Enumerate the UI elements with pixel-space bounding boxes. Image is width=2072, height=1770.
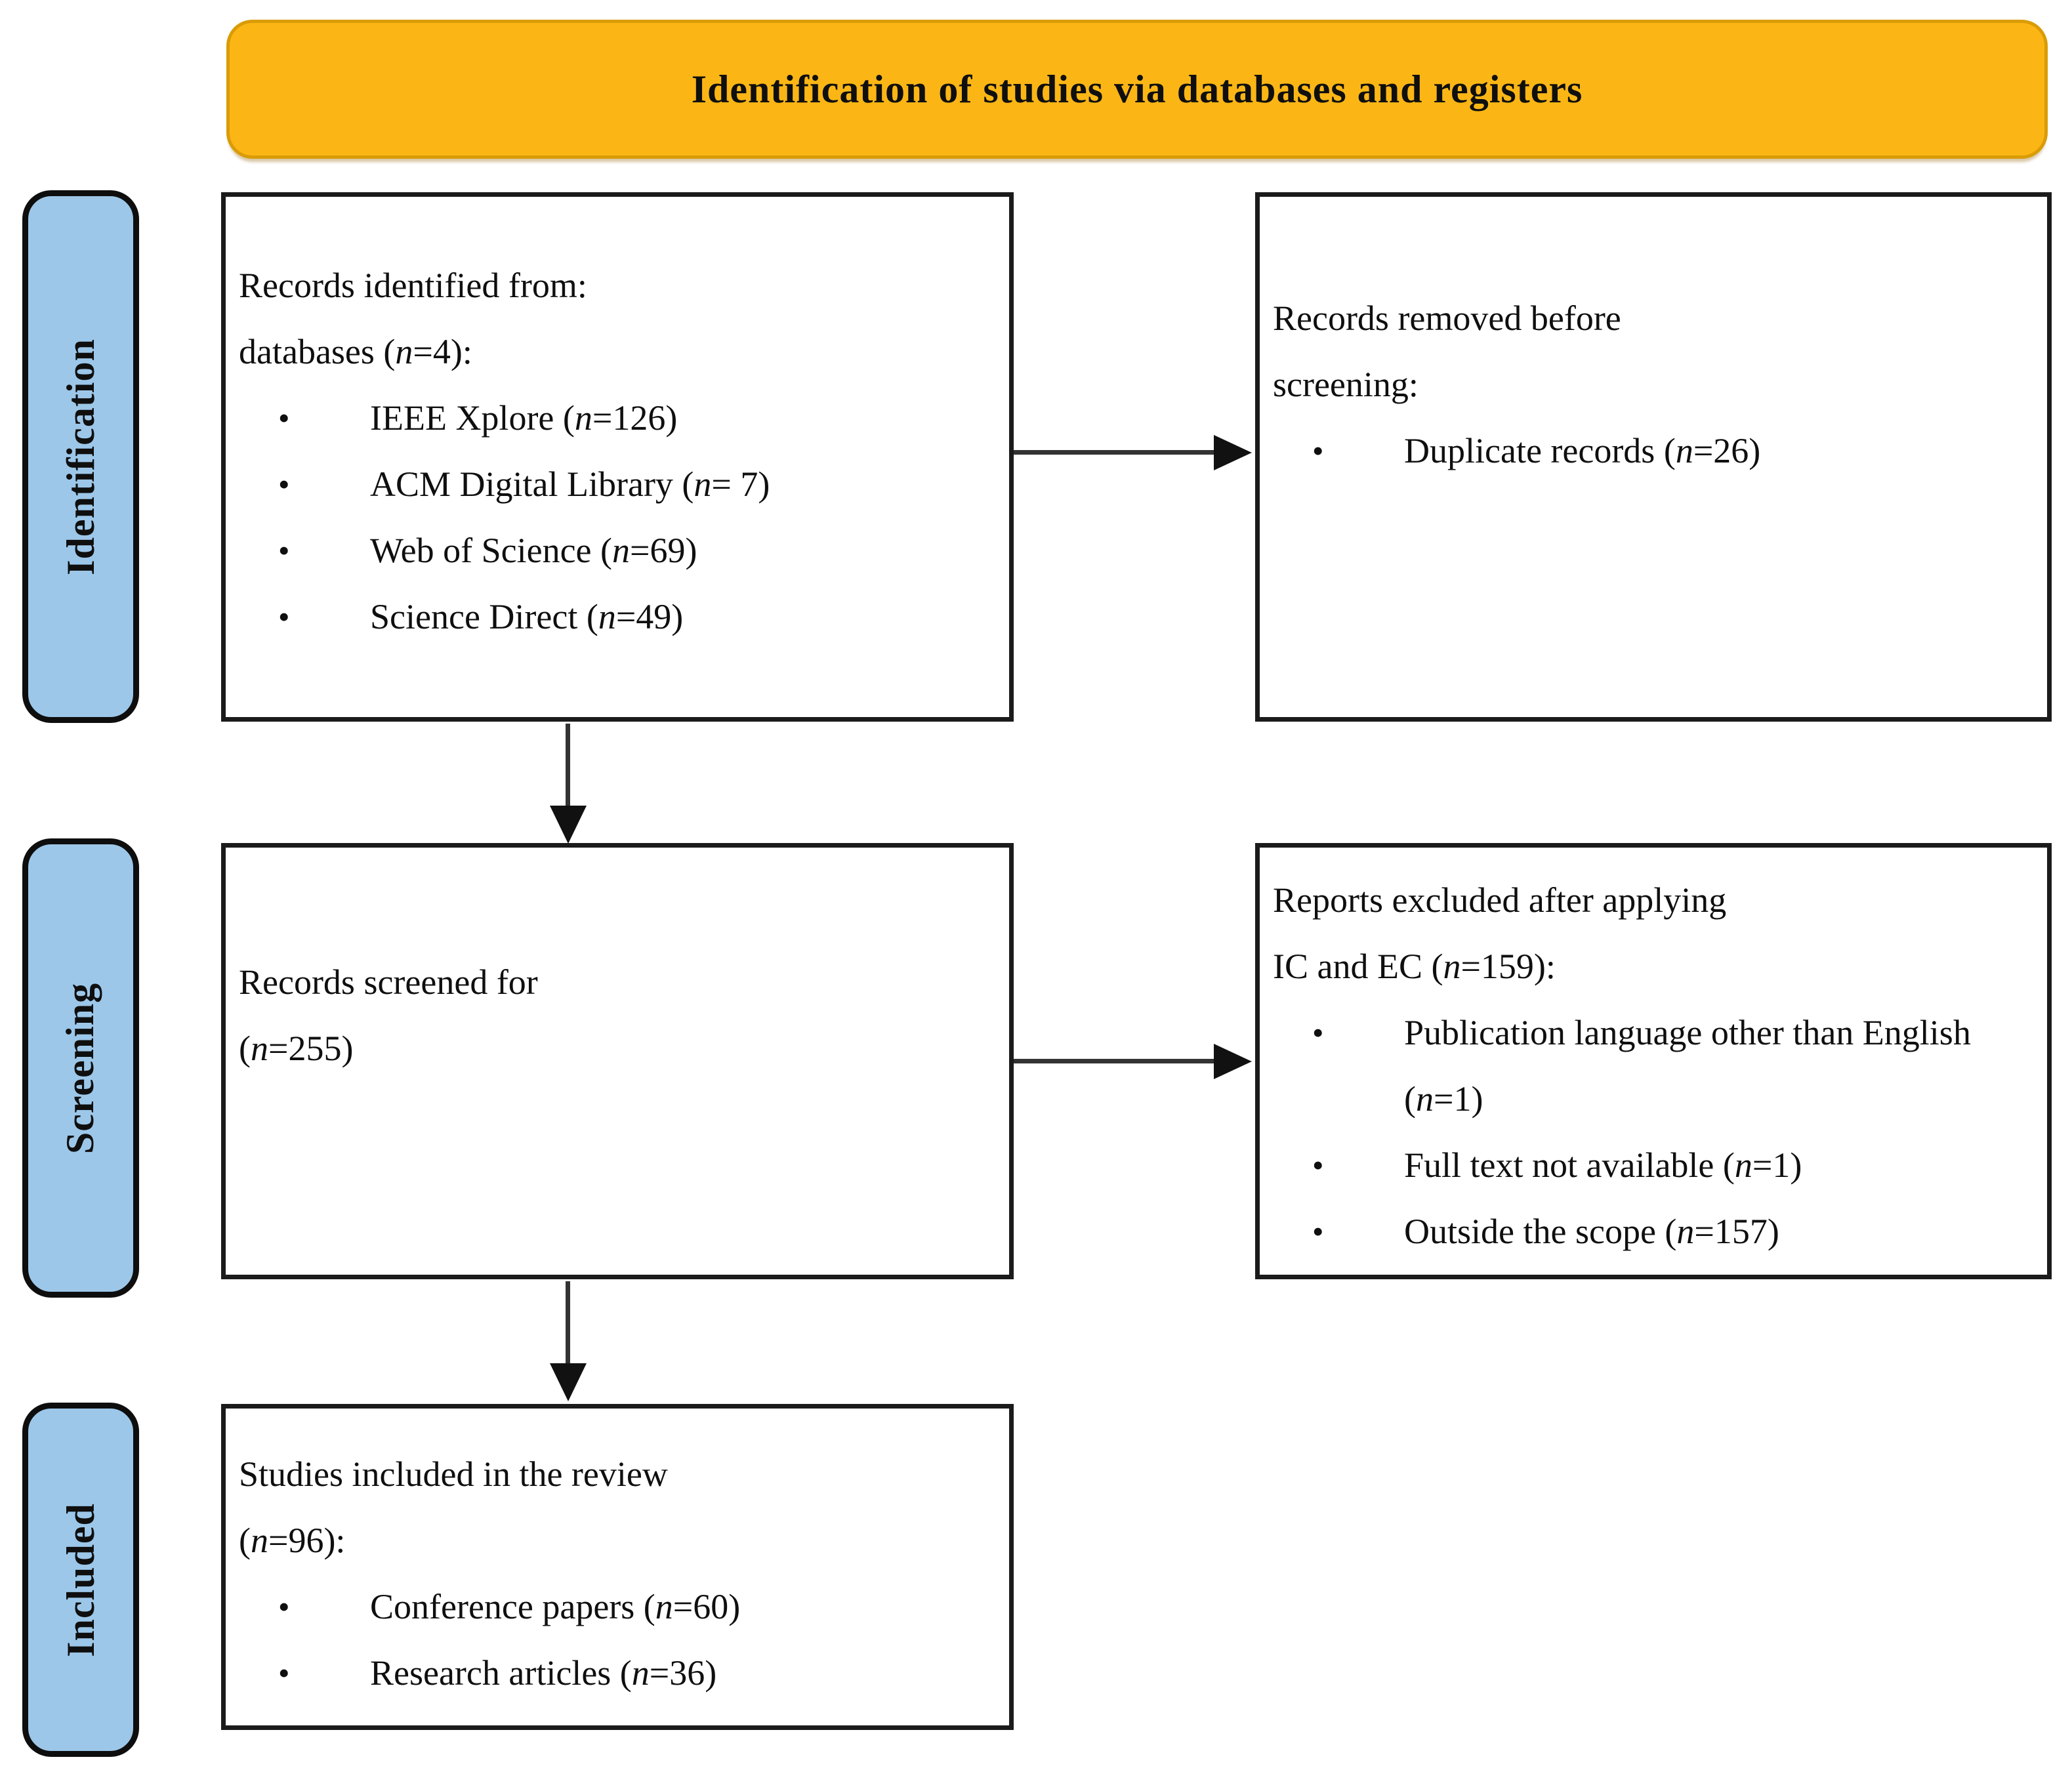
- bullet-text: Science Direct (n=49): [370, 597, 684, 636]
- text-line: Records removed before: [1273, 298, 1621, 338]
- bullet-text: Publication language other than English …: [1404, 1013, 1971, 1119]
- arrow-head-down-icon: [550, 1363, 587, 1401]
- bullet-icon: •: [278, 532, 290, 569]
- bullet-item: • Full text not available (n=1): [1260, 1132, 2047, 1199]
- text-line: IC and EC (n=159):: [1273, 947, 1556, 986]
- bullet-item: • Publication language other than Englis…: [1260, 1000, 2047, 1132]
- bullet-icon: •: [1312, 1014, 1324, 1051]
- box-studies-included: Studies included in the review (n=96): •…: [221, 1404, 1014, 1730]
- box-records-screened: Records screened for (n=255): [221, 843, 1014, 1279]
- bullet-text: Web of Science (n=69): [370, 531, 697, 570]
- bullet-item: • ACM Digital Library (n= 7): [226, 451, 1009, 518]
- bullet-item: • Web of Science (n=69): [226, 518, 1009, 584]
- arrow-head-down-icon: [550, 806, 587, 844]
- diagram-title: Identification of studies via databases …: [691, 67, 1583, 111]
- text-line: Studies included in the review: [239, 1454, 668, 1494]
- text-line: (n=255): [239, 1029, 354, 1068]
- box-records-removed: Records removed before screening: • Dupl…: [1255, 192, 2052, 722]
- bullet-icon: •: [278, 466, 290, 503]
- bullet-item: • Science Direct (n=49): [226, 584, 1009, 650]
- bullet-icon: •: [278, 400, 290, 436]
- text-line: screening:: [1273, 365, 1419, 404]
- text-line: Reports excluded after applying: [1273, 880, 1727, 920]
- bullet-icon: •: [1312, 432, 1324, 469]
- bullet-text: IEEE Xplore (n=126): [370, 398, 678, 438]
- bullet-item: • Conference papers (n=60): [226, 1574, 1009, 1640]
- bullet-text: Outside the scope (n=157): [1404, 1212, 1779, 1251]
- arrow-line: [1014, 450, 1217, 455]
- text-line: Records identified from:: [239, 266, 587, 305]
- bullet-item: • Outside the scope (n=157): [1260, 1199, 2047, 1265]
- bullet-icon: •: [1312, 1213, 1324, 1250]
- stage-tab-identification: Identification: [22, 190, 139, 723]
- stage-tab-screening: Screening: [22, 838, 139, 1298]
- box-reports-excluded: Reports excluded after applying IC and E…: [1255, 843, 2052, 1279]
- stage-label-identification: Identification: [58, 338, 102, 575]
- text-line: Records screened for: [239, 962, 538, 1002]
- arrow-head-right-icon: [1214, 435, 1252, 470]
- stage-label-screening: Screening: [58, 982, 102, 1154]
- bullet-item: • IEEE Xplore (n=126): [226, 385, 1009, 451]
- bullet-icon: •: [1312, 1147, 1324, 1183]
- bullet-text: Conference papers (n=60): [370, 1587, 741, 1626]
- arrow-line: [566, 1281, 570, 1367]
- bullet-item: • Research articles (n=36): [226, 1640, 1009, 1706]
- arrow-line: [1014, 1059, 1217, 1063]
- text-line: (n=96):: [239, 1521, 346, 1560]
- bullet-text: Full text not available (n=1): [1404, 1145, 1802, 1185]
- text-line: databases (n=4):: [239, 332, 472, 371]
- arrow-line: [566, 724, 570, 809]
- bullet-item: • Duplicate records (n=26): [1260, 418, 2047, 484]
- bullet-icon: •: [278, 598, 290, 635]
- bullet-text: Research articles (n=36): [370, 1653, 717, 1693]
- bullet-text: ACM Digital Library (n= 7): [370, 464, 770, 504]
- bullet-text: Duplicate records (n=26): [1404, 431, 1761, 470]
- stage-tab-included: Included: [22, 1403, 139, 1757]
- title-banner: Identification of studies via databases …: [226, 20, 2048, 159]
- box-records-identified: Records identified from: databases (n=4)…: [221, 192, 1014, 722]
- bullet-icon: •: [278, 1655, 290, 1691]
- bullet-icon: •: [278, 1588, 290, 1625]
- stage-label-included: Included: [58, 1502, 102, 1657]
- arrow-head-right-icon: [1214, 1044, 1252, 1079]
